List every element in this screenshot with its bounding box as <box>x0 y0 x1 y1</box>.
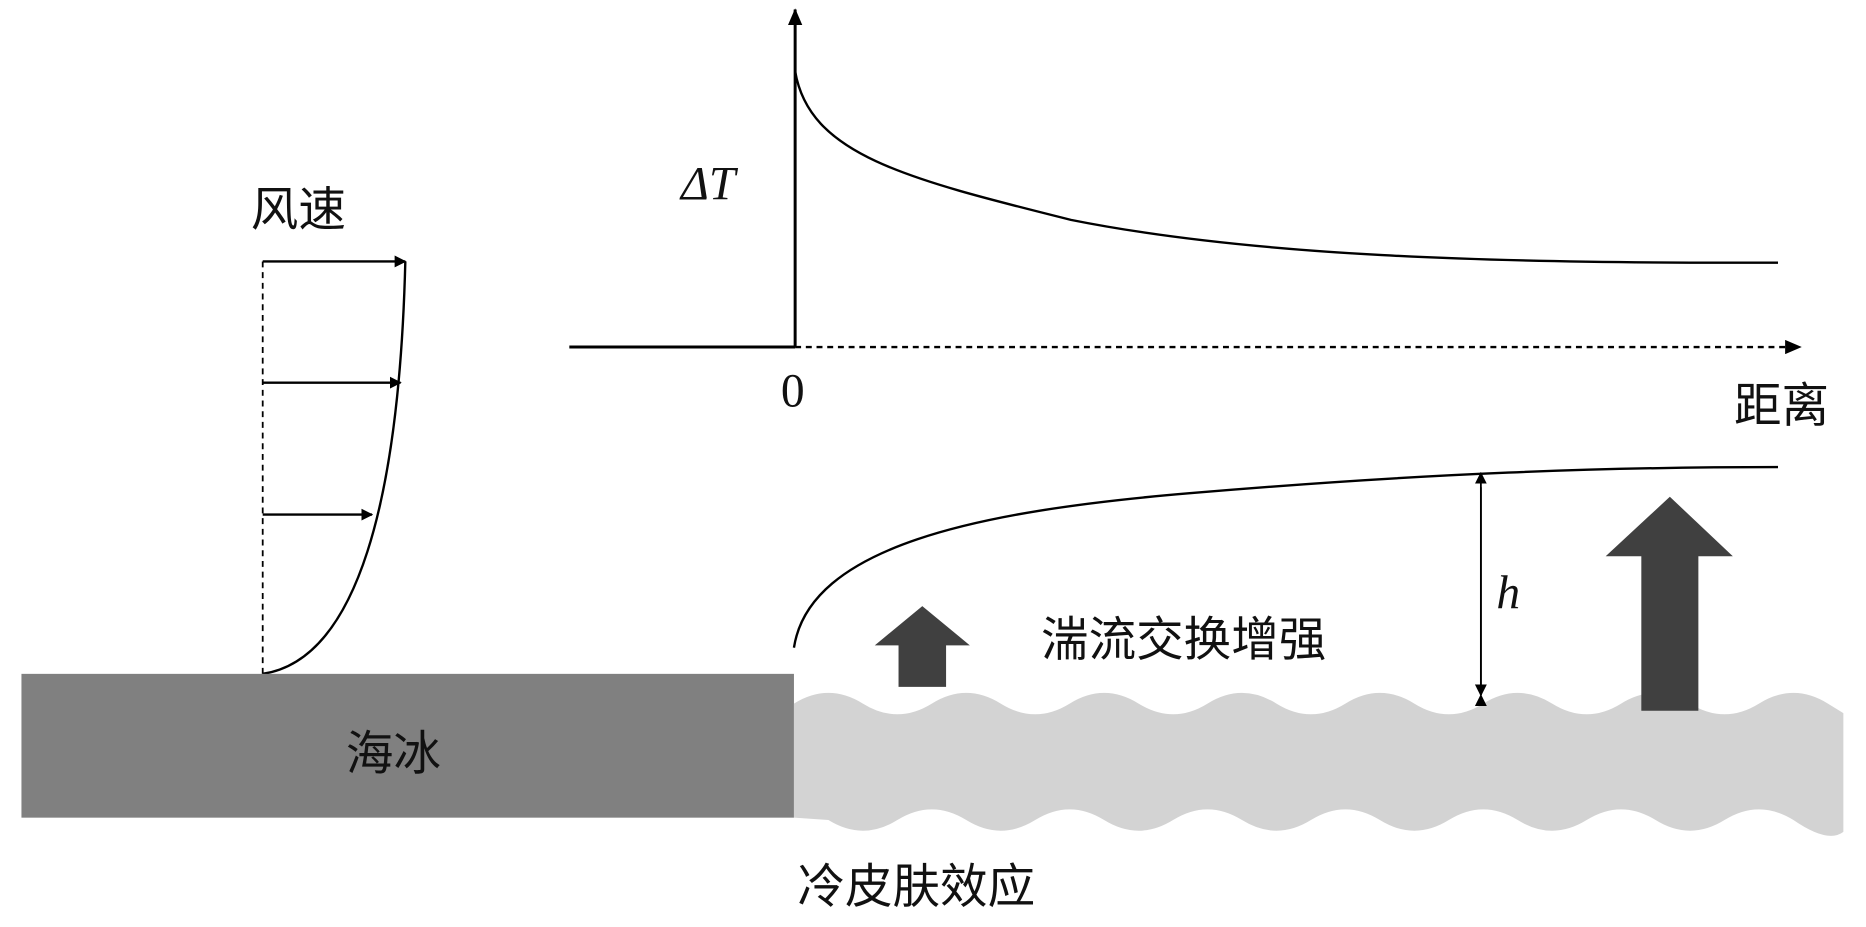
turbulence-label: 湍流交换增强 <box>1041 613 1326 668</box>
wind-speed-label: 风速 <box>251 183 346 238</box>
cold-skin-label: 冷皮肤效应 <box>798 860 1036 915</box>
origin-label: 0 <box>781 365 805 417</box>
wind-profile-curve <box>262 261 407 676</box>
delta-t-label: ΔT <box>679 159 739 211</box>
small-flux-arrow <box>874 606 970 687</box>
delta-t-curve <box>793 71 1779 264</box>
distance-label: 距离 <box>1734 379 1829 434</box>
sea-ice-block <box>21 673 794 818</box>
large-flux-arrow <box>1605 496 1733 711</box>
water-surface <box>793 692 1844 836</box>
sea-ice-label: 海冰 <box>346 727 441 782</box>
height-label: h <box>1496 567 1520 619</box>
boundary-layer-curve <box>792 465 1778 648</box>
